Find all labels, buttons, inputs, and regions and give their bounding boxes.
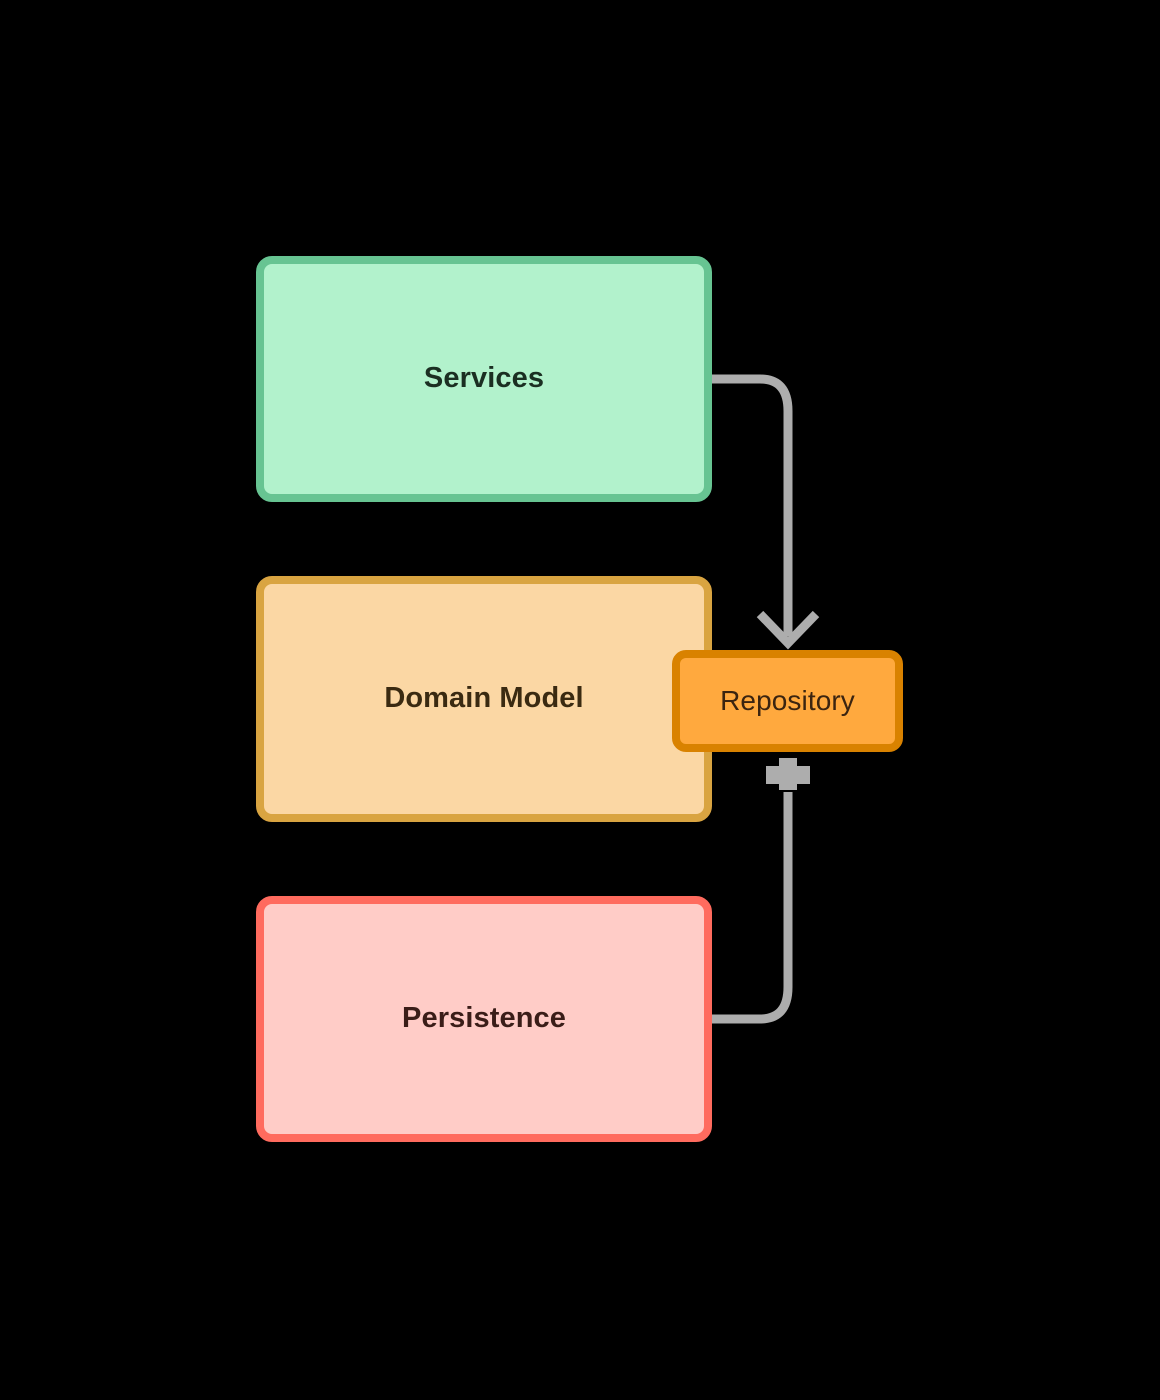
connector-persistence-to-repository [712, 758, 810, 1024]
node-repository-label: Repository [720, 684, 855, 716]
connector-line-persistence-repository [712, 792, 793, 1024]
connector-line-services-repository [712, 374, 793, 636]
cross-marker-icon [766, 758, 810, 790]
node-domain-model[interactable]: Domain Model [256, 576, 712, 822]
arrow-down-icon [756, 610, 820, 650]
node-repository[interactable]: Repository [672, 650, 903, 752]
node-services-label: Services [423, 362, 545, 395]
node-persistence[interactable]: Persistence [256, 896, 712, 1142]
connector-services-to-repository [712, 374, 820, 650]
node-services[interactable]: Services [256, 256, 712, 502]
node-persistence-label: Persistence [402, 1002, 566, 1035]
node-domain-model-label: Domain Model [384, 682, 584, 715]
